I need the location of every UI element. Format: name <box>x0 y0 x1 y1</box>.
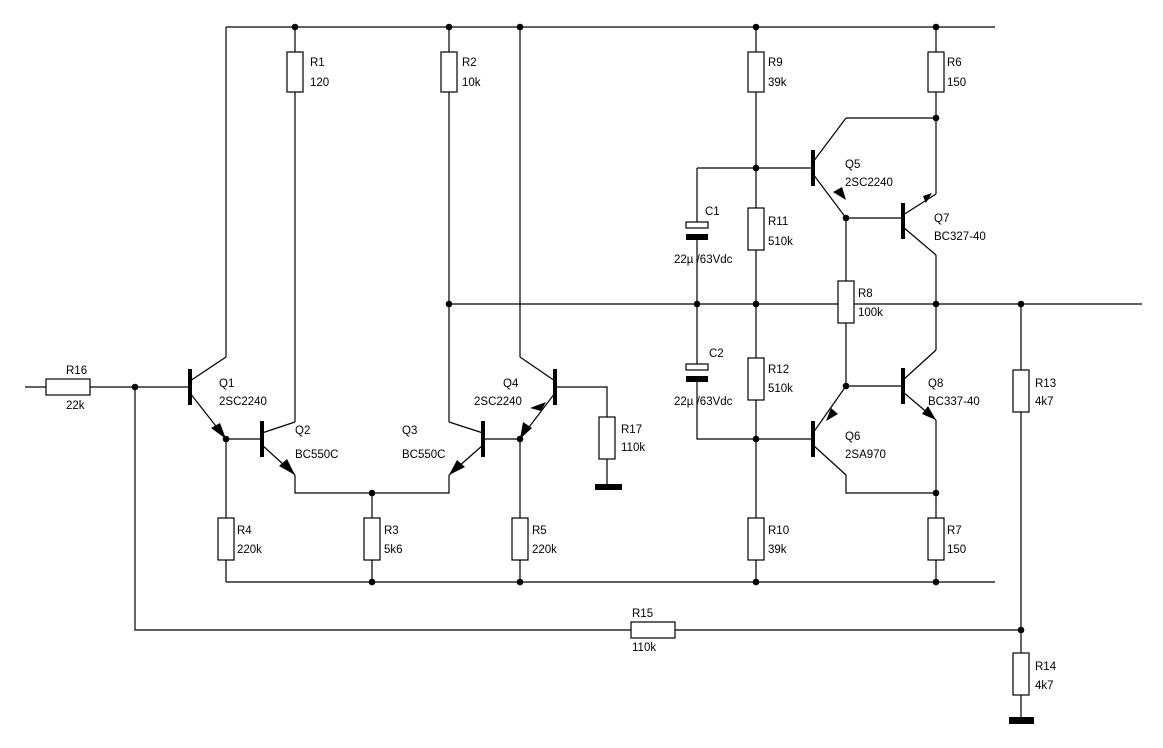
q7-type: BC327-40 <box>934 231 986 243</box>
r8-ref: R8 <box>858 288 873 300</box>
r16-ref: R16 <box>66 365 87 377</box>
r7-value: 150 <box>947 544 966 556</box>
q6-type: 2SA970 <box>845 449 886 461</box>
q2-transistor: Q2 BC550C <box>226 421 338 476</box>
r2-value: 10k <box>462 77 481 89</box>
r9-value: 39k <box>768 77 787 89</box>
r1-ref: R1 <box>310 57 325 69</box>
q4-ref: Q4 <box>503 378 519 390</box>
r10-value: 39k <box>768 544 787 556</box>
r2-ref: R2 <box>462 57 477 69</box>
q6-ref: Q6 <box>845 431 860 443</box>
q7-ref: Q7 <box>934 213 949 225</box>
q5-ref: Q5 <box>845 159 860 171</box>
c2-value: 22µ /63Vdc <box>674 396 733 408</box>
c2-ref: C2 <box>709 348 724 360</box>
r10-ref: R10 <box>768 525 789 537</box>
r15-resistor: R15 110k <box>630 608 676 654</box>
r14-ref: R14 <box>1035 661 1057 673</box>
c1-value: 22µ /63Vdc <box>674 254 733 266</box>
r6-value: 150 <box>947 77 966 89</box>
r6-resistor: R6 150 <box>927 51 966 93</box>
r5-resistor: R5 220k <box>511 517 557 561</box>
q1-type: 2SC2240 <box>219 396 267 408</box>
r17-ref: R17 <box>621 424 642 436</box>
r13-value: 4k7 <box>1035 396 1054 408</box>
q8-transistor: Q8 BC337-40 <box>901 349 980 421</box>
q2-type: BC550C <box>295 449 338 461</box>
wires <box>25 26 1142 718</box>
r8-resistor: R8 100k <box>837 280 883 324</box>
q3-ref: Q3 <box>402 425 417 437</box>
r15-ref: R15 <box>632 608 653 620</box>
q1-ref: Q1 <box>219 378 234 390</box>
r4-value: 220k <box>237 544 262 556</box>
c1-ref: C1 <box>705 206 720 218</box>
r17-resistor: R17 110k <box>598 416 645 460</box>
q8-ref: Q8 <box>928 378 943 390</box>
ground-symbol-r17 <box>595 484 622 490</box>
r11-value: 510k <box>768 236 793 248</box>
r5-value: 220k <box>532 544 557 556</box>
c2-capacitor: C2 22µ /63Vdc <box>674 348 733 408</box>
r7-ref: R7 <box>947 525 962 537</box>
q1-transistor: Q1 2SC2240 <box>188 356 267 440</box>
r9-resistor: R9 39k <box>747 51 787 93</box>
q3-transistor: Q3 BC550C <box>402 421 485 476</box>
q7-transistor: Q7 BC327-40 <box>901 193 986 256</box>
q4-type: 2SC2240 <box>474 396 522 408</box>
r12-value: 510k <box>768 383 793 395</box>
junction-dots <box>131 23 1025 634</box>
r11-ref: R11 <box>768 216 788 228</box>
r16-resistor: R16 22k <box>45 365 91 412</box>
q8-type: BC337-40 <box>928 396 980 408</box>
ground-symbol-r14 <box>1009 717 1034 724</box>
r3-ref: R3 <box>384 525 399 537</box>
r17-value: 110k <box>621 442 645 454</box>
r4-resistor: R4 220k <box>217 517 262 561</box>
r12-ref: R12 <box>768 364 789 376</box>
r7-resistor: R7 150 <box>927 517 966 561</box>
q5-type: 2SC2240 <box>845 177 893 189</box>
r5-ref: R5 <box>532 525 547 537</box>
r15-value: 110k <box>632 642 656 654</box>
r13-resistor: R13 4k7 <box>1012 369 1056 413</box>
r9-ref: R9 <box>768 57 783 69</box>
r1-resistor: R1 120 <box>286 51 329 93</box>
r3-resistor: R3 5k6 <box>363 517 403 561</box>
r10-resistor: R10 39k <box>747 517 789 561</box>
r6-ref: R6 <box>947 57 962 69</box>
r12-resistor: R12 510k <box>747 357 793 401</box>
r14-resistor: R14 4k7 <box>1012 652 1057 696</box>
r13-ref: R13 <box>1035 378 1056 390</box>
r11-resistor: R11 510k <box>747 207 793 251</box>
r3-value: 5k6 <box>384 544 403 556</box>
q6-transistor: Q6 2SA970 <box>811 385 886 476</box>
q4-transistor: Q4 2SC2240 <box>474 356 557 440</box>
r2-resistor: R2 10k <box>440 51 481 93</box>
q5-transistor: Q5 2SC2240 <box>811 117 893 219</box>
r14-value: 4k7 <box>1035 680 1054 692</box>
q3-type: BC550C <box>402 449 445 461</box>
q2-ref: Q2 <box>295 425 310 437</box>
r16-value: 22k <box>66 400 85 412</box>
r4-ref: R4 <box>237 525 252 537</box>
c1-capacitor: C1 22µ /63Vdc <box>674 206 733 266</box>
r1-value: 120 <box>310 77 329 89</box>
r8-value: 100k <box>858 307 883 319</box>
